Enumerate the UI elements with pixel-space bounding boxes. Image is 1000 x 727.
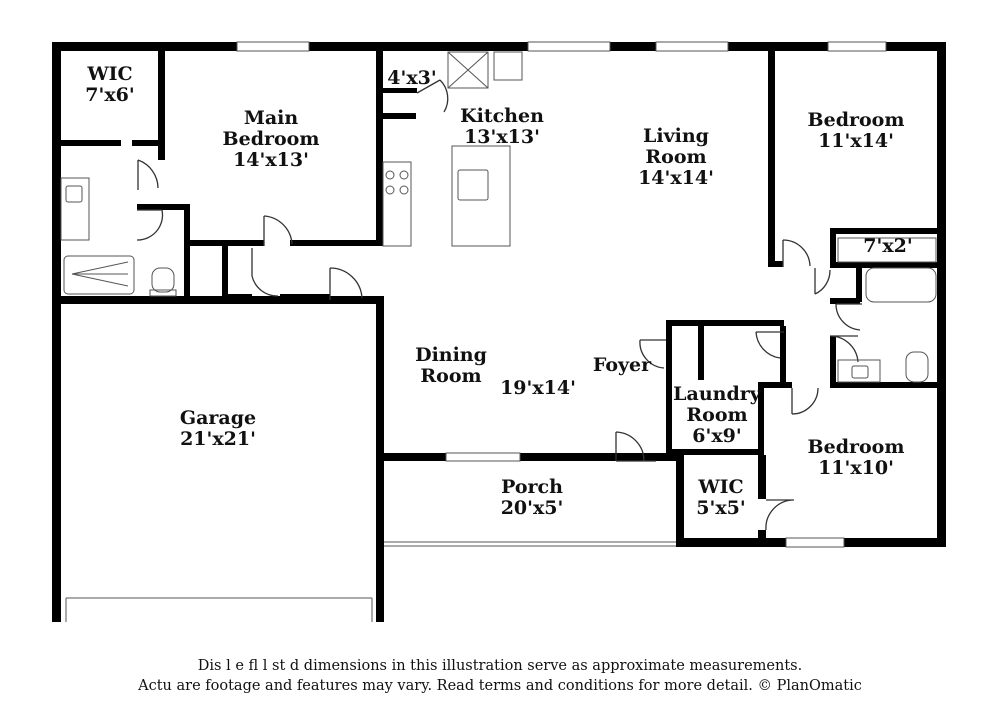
disclaimer-line-1: Dis l e fl l st d dimensions in this ill…	[197, 658, 803, 674]
doors	[136, 79, 862, 531]
windows	[236, 41, 887, 548]
foyer-label: Foyer	[592, 354, 652, 376]
interior-walls	[61, 51, 946, 545]
disclaimer-line-2: Actu are footage and features may vary. …	[138, 678, 862, 694]
fixtures	[60, 51, 937, 622]
disclaimer: Dis l e fl l st d dimensions in this ill…	[0, 656, 1000, 696]
closet-ne-label: 7'x2'	[863, 235, 913, 257]
pantry-label: 4'x3'	[387, 67, 437, 89]
dining-dims-label: 19'x14'	[500, 377, 576, 399]
